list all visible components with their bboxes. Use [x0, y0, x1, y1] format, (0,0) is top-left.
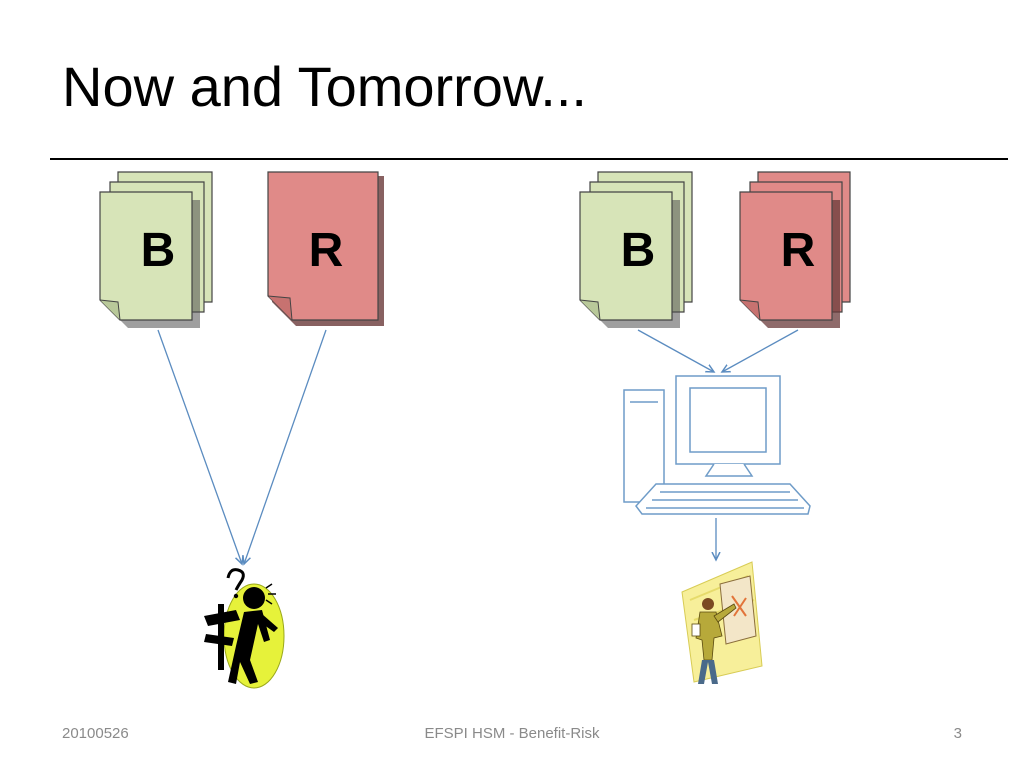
- presenter-icon: [681, 561, 763, 684]
- slide-title: Now and Tomorrow...: [62, 55, 587, 118]
- now-risk-label: R: [309, 224, 344, 277]
- tomorrow-benefit-document-stack: B: [579, 171, 693, 328]
- computer-icon: [623, 375, 811, 515]
- now-risk-document: R: [267, 171, 384, 326]
- now-benefit-label: B: [141, 224, 176, 277]
- page-number: 3: [953, 725, 962, 742]
- confused-person-icon: [204, 568, 285, 689]
- title-divider: [50, 158, 1008, 160]
- footer-title: EFSPI HSM - Benefit-Risk: [424, 725, 600, 742]
- tomorrow-benefit-arrow: [637, 329, 714, 372]
- tomorrow-benefit-label: B: [621, 224, 656, 277]
- tomorrow-risk-label: R: [781, 224, 816, 277]
- now-risk-arrow: [244, 329, 327, 564]
- now-benefit-arrow: [157, 329, 242, 564]
- tomorrow-risk-document-stack: R: [739, 171, 851, 328]
- footer-date: 20100526: [62, 725, 129, 742]
- now-benefit-document-stack: B: [99, 171, 213, 328]
- tomorrow-risk-arrow: [722, 329, 799, 372]
